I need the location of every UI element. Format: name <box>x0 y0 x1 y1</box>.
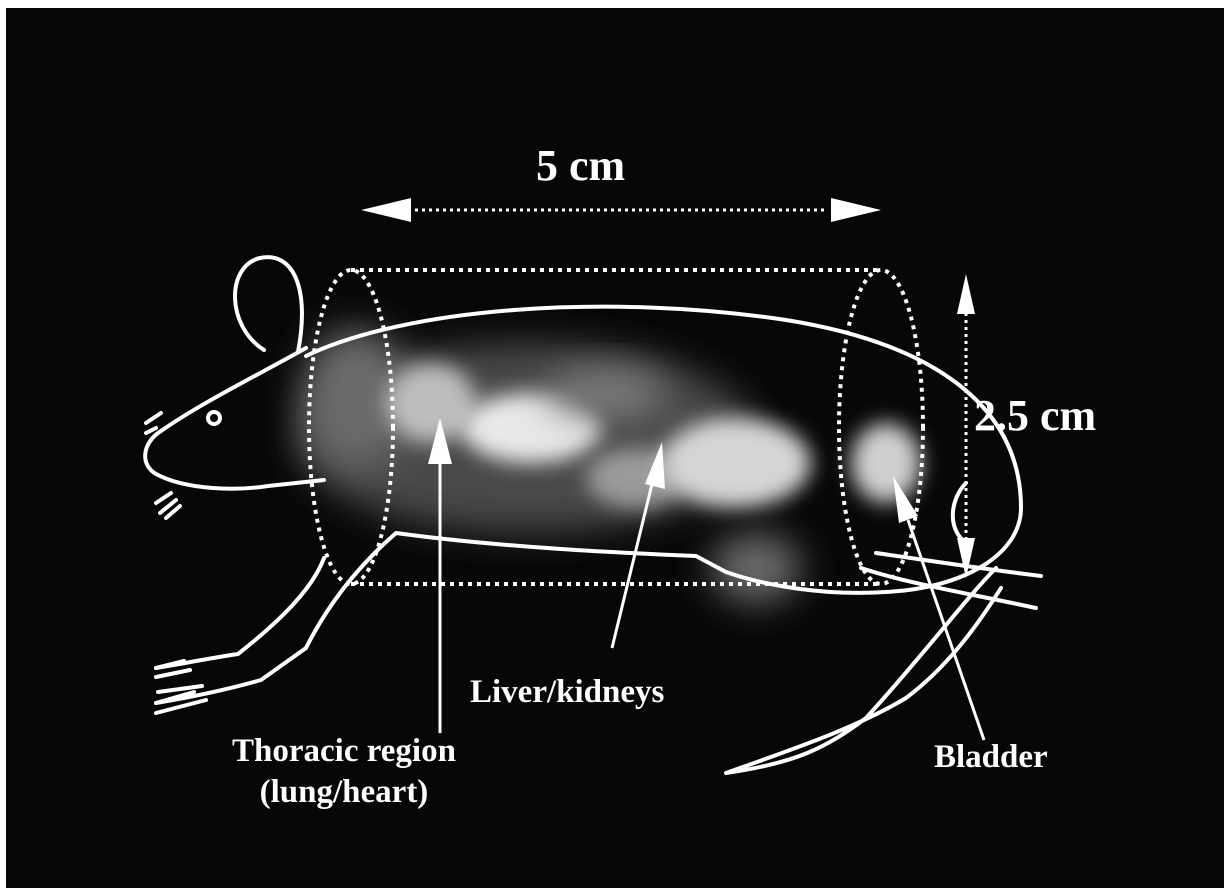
bladder-label: Bladder <box>934 741 1048 774</box>
height-dimension-label: 2.5 cm <box>974 394 1096 438</box>
width-dimension-label: 5 cm <box>536 144 625 188</box>
liver-kidneys-label: Liver/kidneys <box>470 676 664 709</box>
thoracic-label-line2: (lung/heart) <box>232 772 456 813</box>
thoracic-label-line1: Thoracic region <box>232 731 456 772</box>
width-dimension-arrow <box>361 198 881 222</box>
mouse-imaging-figure: 5 cm 2.5 cm Liver/kidneys Bladder Thorac… <box>6 8 1224 888</box>
height-dimension-arrow <box>957 274 975 578</box>
thoracic-region-label: Thoracic region (lung/heart) <box>232 731 456 814</box>
